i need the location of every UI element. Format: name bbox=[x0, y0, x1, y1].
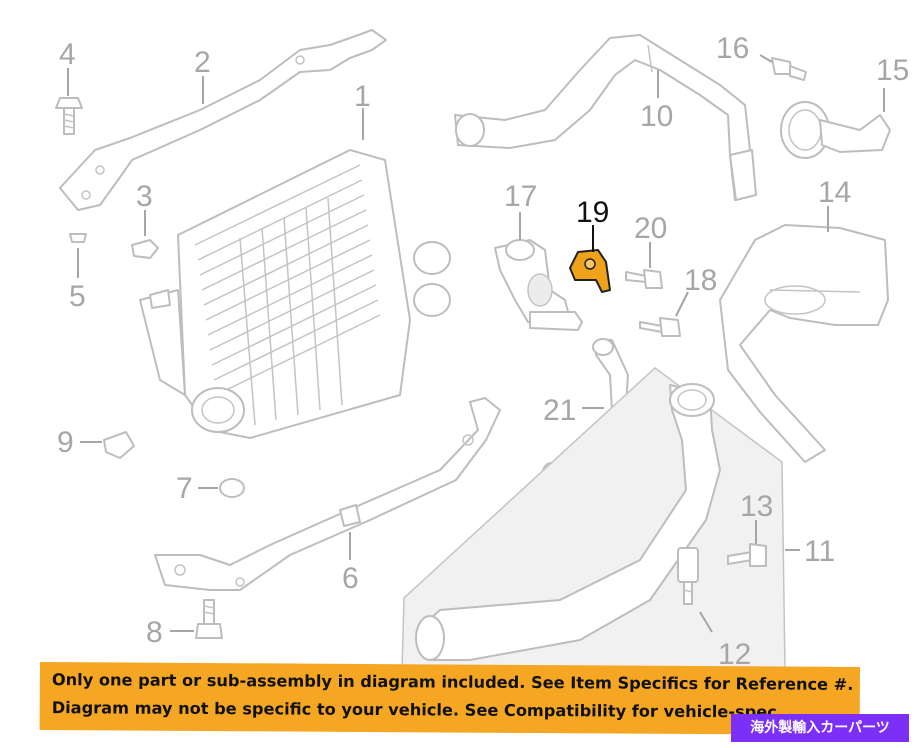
callout-19-highlighted: 19 bbox=[576, 196, 609, 229]
callout-4: 4 bbox=[59, 38, 76, 71]
callout-8: 8 bbox=[146, 616, 163, 649]
part-13-bolt bbox=[727, 543, 767, 567]
callout-14: 14 bbox=[818, 176, 851, 209]
part-18-bolt bbox=[639, 317, 681, 337]
callout-7: 7 bbox=[176, 472, 193, 505]
part-12-sensor bbox=[677, 547, 699, 605]
leader-lines bbox=[67, 54, 885, 633]
part-20-bolt bbox=[625, 269, 663, 289]
callout-2: 2 bbox=[194, 46, 211, 79]
part-17-valve bbox=[494, 239, 583, 331]
part-6-lower-bracket bbox=[154, 397, 501, 591]
seller-badge: 海外製輸入カーパーツ bbox=[731, 714, 909, 742]
part-2-upper-bracket bbox=[59, 29, 387, 211]
callout-5: 5 bbox=[69, 280, 86, 313]
callout-21: 21 bbox=[543, 394, 576, 427]
part-15-connector bbox=[780, 101, 891, 159]
part-1-intercooler bbox=[139, 149, 451, 439]
part-14-hose bbox=[719, 224, 889, 463]
callout-18: 18 bbox=[684, 264, 717, 297]
callout-10: 10 bbox=[640, 100, 673, 133]
callout-20: 20 bbox=[634, 212, 667, 245]
callout-labels: 1 2 3 4 5 6 7 8 9 10 11 12 13 14 15 16 1… bbox=[57, 32, 909, 671]
callout-11: 11 bbox=[804, 535, 835, 568]
callout-9: 9 bbox=[57, 426, 74, 459]
callout-3: 3 bbox=[136, 180, 153, 213]
part-4-bolt bbox=[55, 97, 83, 135]
callout-15: 15 bbox=[876, 54, 909, 87]
part-10-upper-hose bbox=[454, 34, 757, 201]
part-7-grommet bbox=[219, 478, 245, 498]
callout-1: 1 bbox=[354, 80, 371, 113]
callout-6: 6 bbox=[342, 562, 359, 595]
part-19-bracket-highlighted bbox=[569, 249, 611, 293]
part-8-bolt bbox=[195, 599, 223, 639]
callout-17: 17 bbox=[504, 180, 537, 213]
part-16-bolt bbox=[771, 57, 807, 81]
callout-13: 13 bbox=[740, 490, 773, 523]
part-3-clip bbox=[131, 239, 159, 259]
part-11-lower-hose-group bbox=[401, 367, 786, 671]
part-9-clip bbox=[103, 431, 135, 459]
callout-16: 16 bbox=[716, 32, 749, 65]
part-5-fastener bbox=[69, 233, 87, 243]
